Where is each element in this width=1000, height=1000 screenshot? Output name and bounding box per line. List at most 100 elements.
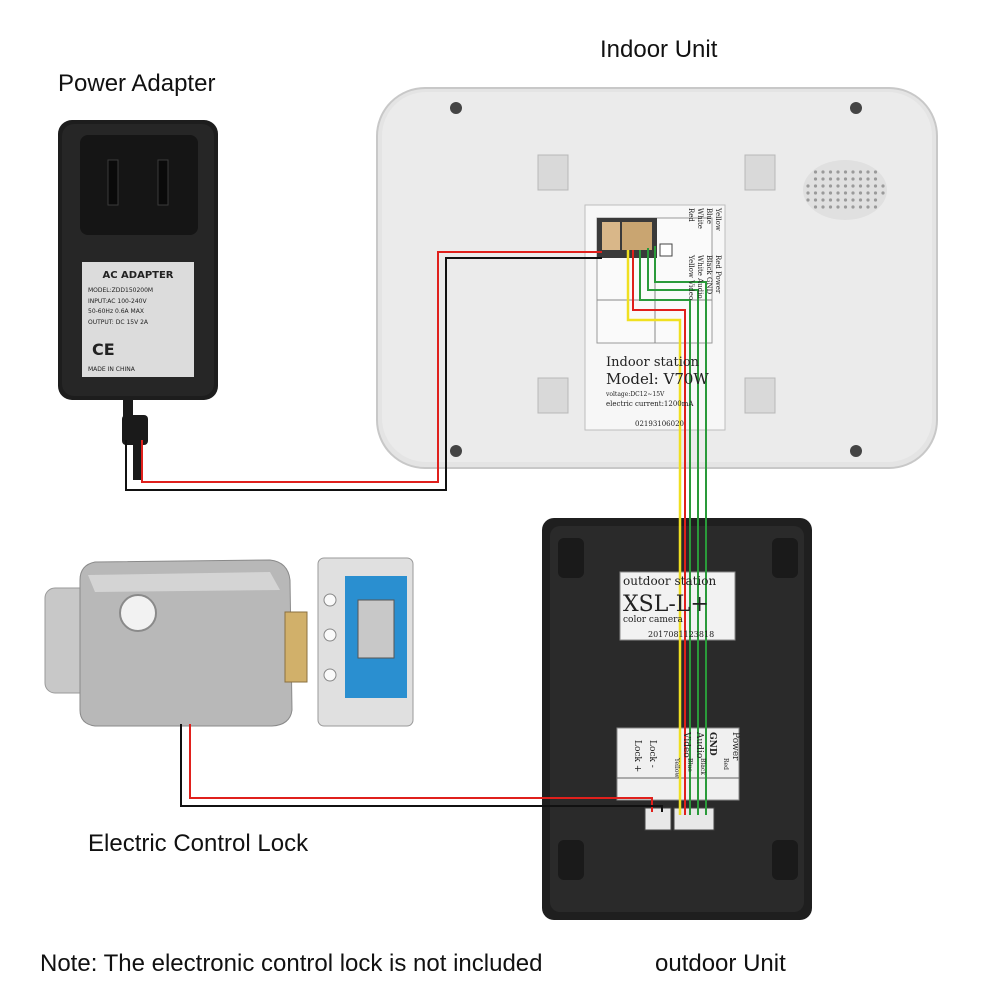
grill-hole [843,177,848,181]
grill-hole [806,184,810,188]
grill-hole [873,198,878,202]
power-wire-black [125,257,602,491]
outdoor-unit [542,518,812,920]
grill-hole [866,205,870,209]
grill-hole [851,170,855,174]
gnd-wire-green [647,248,699,815]
screw-hole-icon [450,102,462,114]
outdoor-serial: 2017081123818 [648,630,714,639]
outdoor-terminal-audio-color: Blue [686,758,693,772]
grill-hole [851,184,855,188]
grill-hole [806,191,810,195]
indoor-wire-blue: Blue [705,208,713,224]
adapter-input: INPUT:AC 100-240V [88,298,147,305]
grill-hole [873,205,878,209]
grill-hole [813,198,818,202]
grill-hole [828,198,833,202]
outdoor-camera: color camera [623,615,683,625]
grill-hole [866,170,870,174]
grill-hole [873,170,878,174]
grill-hole [813,191,818,195]
grill-hole [821,177,825,181]
wires [125,246,707,815]
grill-hole [851,177,855,181]
screw-hole-icon [850,102,862,114]
grill-hole [821,184,825,188]
outdoor-terminal-power: Power [730,732,740,761]
outdoor-label-text: outdoor station XSL-L+ color camera 2017… [623,574,716,639]
indoor-station: Indoor station [606,355,700,370]
outdoor-terminal-gnd-color: Black [699,758,706,775]
lock-wire-black [180,724,663,812]
indoor-current: electric current:1200mA [606,400,694,408]
grill-hole [866,177,870,181]
grill-hole [843,198,848,202]
grill-hole [836,191,840,195]
outdoor-terminal-labels: Power Red GND Black Audio Blue Video Yel… [632,731,740,778]
indoor-wire-red: Red [687,208,695,222]
outdoor-terminal-gnd: GND [707,732,717,756]
outdoor-terminal-video-color: Yellow [673,757,680,778]
grill-hole [858,191,863,195]
grill-hole [881,191,885,195]
audio-wire-green [639,250,691,815]
grill-hole [836,170,840,174]
grill-hole [843,184,848,188]
outdoor-station: outdoor station [623,574,716,588]
outdoor-terminal-audio: Audio [694,731,704,758]
grill-hole [806,198,810,202]
grill-hole [858,170,863,174]
indoor-terminal-power: Red Power [714,255,722,294]
lock-keyhole-icon [119,594,157,632]
screw-hole-icon [850,445,862,457]
indoor-voltage: voltage:DC12~15V [605,391,665,398]
grill-hole [843,170,848,174]
grill-hole [828,170,833,174]
grill-hole [821,170,825,174]
power-adapter-label: Power Adapter [58,70,216,97]
indoor-label-text: Indoor station Model: V70W voltage:DC12~… [605,355,709,428]
electric-lock-label: Electric Control Lock [88,830,309,857]
adapter-ce: CE [92,340,115,359]
grill-hole [813,177,818,181]
screw-hole-icon [450,445,462,457]
outdoor-terminal-video: Video [681,731,691,758]
indoor-unit [376,87,938,469]
outdoor-unit-label: outdoor Unit [655,950,786,977]
grill-hole [828,191,833,195]
red-wire-indoor [632,250,686,815]
grill-hole [828,205,833,209]
indoor-serial: 02193106020 [635,420,684,428]
adapter-freq: 50-60Hz 0.6A MAX [88,308,144,315]
indoor-terminal-gnd: Black GND [705,255,713,295]
outdoor-terminal-lock-plus: Lock + [632,740,642,772]
indoor-wire-white: White [696,208,704,229]
outdoor-terminal-power-color: Red [722,758,729,770]
grill-hole [866,191,870,195]
grill-hole [821,198,825,202]
grill-hole [858,184,863,188]
electric-lock [44,557,414,727]
adapter-sticker-text: AC ADAPTER MODEL:ZDD150200M INPUT:AC 100… [88,270,174,373]
indoor-wire-yellow: Yellow [714,207,722,231]
grill-hole [851,205,855,209]
grill-hole [858,177,863,181]
grill-hole [836,198,840,202]
adapter-output: OUTPUT: DC 15V 2A [88,319,149,326]
indoor-terminal-audio: White Audio [696,255,704,299]
grill-hole [866,198,870,202]
indoor-model: Model: V70W [606,370,709,388]
grill-hole [843,205,848,209]
grill-hole [873,177,878,181]
power-wire-green [654,246,707,815]
grill-hole [843,191,848,195]
grill-hole [858,205,863,209]
grill-hole [836,184,840,188]
grill-hole [821,205,825,209]
outdoor-terminal-lock-minus: Lock - [647,740,657,768]
power-adapter [58,120,218,480]
adapter-header: AC ADAPTER [102,270,173,281]
grill-hole [866,184,870,188]
grill-hole [813,184,818,188]
